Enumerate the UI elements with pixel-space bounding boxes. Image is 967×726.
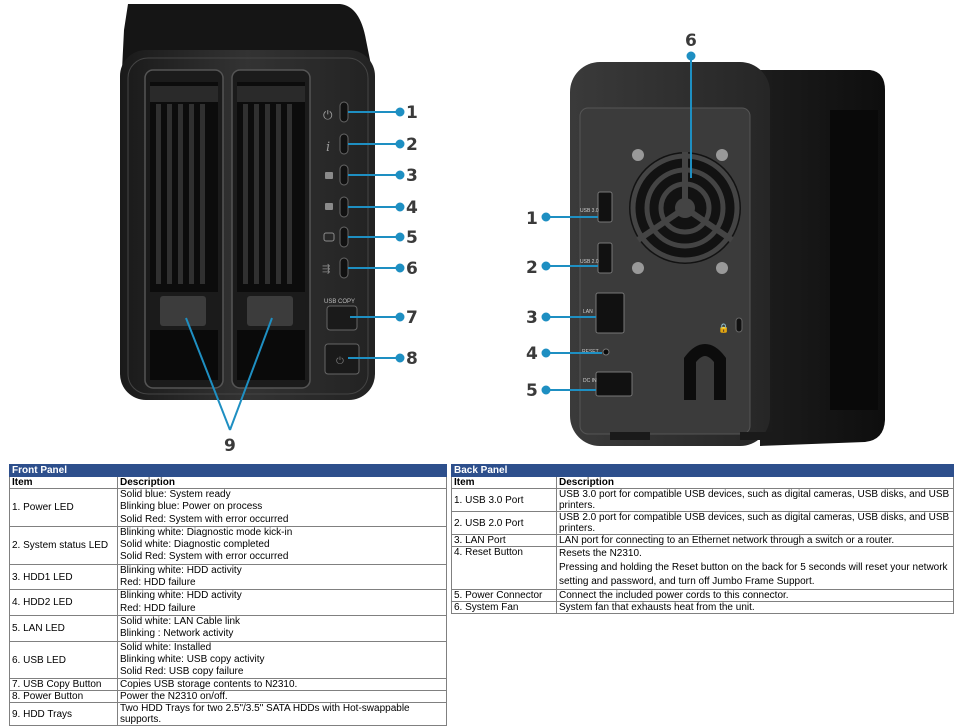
item-cell: 4. Reset Button [451,546,557,590]
description-cell: Solid white: Installed Blinking white: U… [117,640,447,680]
table-row: 2. USB 2.0 Port USB 2.0 port for compati… [451,511,954,535]
callout-2: 2 [406,135,418,155]
table-row: 4. Reset Button Resets the N2310. Pressi… [451,546,954,590]
table-row: 1. USB 3.0 Port USB 3.0 port for compati… [451,488,954,512]
description-cell: USB 3.0 port for compatible USB devices,… [556,488,954,512]
description-header: Description [117,476,447,489]
description-cell: Solid blue: System ready Blinking blue: … [117,488,447,527]
item-cell: 8. Power Button [9,690,118,704]
item-cell: 6. System Fan [451,601,557,614]
dc-in-label: DC IN [583,378,597,384]
item-cell: 2. USB 2.0 Port [451,511,557,535]
table-row: 8. Power Button Power the N2310 on/off. [9,690,447,704]
lock-icon: 🔒 [718,323,729,334]
item-cell: 3. LAN Port [451,534,557,547]
item-cell: 9. HDD Trays [9,702,118,726]
table-row: 1. Power LED Solid blue: System ready Bl… [9,488,447,527]
item-cell: 5. LAN LED [9,614,118,642]
description-cell: Blinking white: Diagnostic mode kick-in … [117,525,447,565]
back-callout-numbers: 1 2 3 4 5 6 [526,31,697,401]
hdd-tray-1[interactable] [144,69,224,389]
usb3-label: USB 3.0 [580,208,599,214]
table-row: 4. HDD2 LED Blinking white: HDD activity… [9,589,447,616]
back-callout-6: 6 [685,31,697,51]
back-callout-5: 5 [526,381,538,401]
description-cell: Connect the included power cords to this… [556,589,954,602]
back-panel-table: Back Panel Item Description 1. USB 3.0 P… [451,464,954,614]
led-column: ⏻ i ⇶ [322,101,349,279]
table-row: 2. System status LED Blinking white: Dia… [9,525,447,565]
system-fan [629,149,741,274]
front-panel-title: Front Panel [9,464,447,477]
back-callout-1: 1 [526,209,538,229]
hdd1-icon [325,172,333,179]
item-cell: 1. USB 3.0 Port [451,488,557,512]
callout-3: 3 [406,166,418,186]
table-row: 5. LAN LED Solid white: LAN Cable link B… [9,614,447,642]
power-icon: ⏻ [323,108,333,122]
svg-text:⏻: ⏻ [336,356,344,367]
description-cell: Copies USB storage contents to N2310. [117,678,447,692]
item-cell: 4. HDD2 LED [9,589,118,616]
callout-7: 7 [406,308,418,328]
hdd-tray-2[interactable] [231,69,311,389]
table-row: 9. HDD Trays Two HDD Trays for two 2.5"/… [9,702,447,726]
description-cell: Blinking white: HDD activity Red: HDD fa… [117,589,447,616]
table-row: 3. HDD1 LED Blinking white: HDD activity… [9,563,447,591]
table-row: 3. LAN Port LAN port for connecting to a… [451,534,954,547]
info-icon: i [326,140,330,155]
item-cell: 5. Power Connector [451,589,557,602]
description-cell: Power the N2310 on/off. [117,690,447,704]
kensington-lock [735,317,743,333]
table-row: 5. Power Connector Connect the included … [451,589,954,602]
back-callout-2: 2 [526,258,538,278]
description-cell: Solid white: LAN Cable link Blinking : N… [117,614,447,642]
callout-9: 9 [224,436,236,456]
usb2-label: USB 2.0 [580,259,599,265]
description-cell: Resets the N2310. Pressing and holding t… [556,546,954,590]
callout-5: 5 [406,228,418,248]
usb-icon: ⇶ [322,263,330,275]
back-callout-3: 3 [526,308,538,328]
description-header: Description [556,476,954,489]
lan-port[interactable] [595,292,625,334]
item-header: Item [451,476,557,489]
table-row: 7. USB Copy Button Copies USB storage co… [9,678,447,692]
back-device: USB 3.0 USB 2.0 LAN RESET DC IN 🔒 [570,62,885,446]
item-header: Item [9,476,118,489]
item-cell: 7. USB Copy Button [9,678,118,692]
item-cell: 3. HDD1 LED [9,563,118,591]
lan-label: LAN [583,309,593,315]
lan-icon [323,232,335,242]
callout-8: 8 [406,349,418,369]
front-device: ⏻ i ⇶ USB COPY ⏻ [120,4,375,400]
table-row: 6. System Fan System fan that exhausts h… [451,601,954,614]
item-cell: 2. System status LED [9,525,118,565]
item-cell: 6. USB LED [9,640,118,680]
table-row: 6. USB LED Solid white: Installed Blinki… [9,640,447,680]
description-cell: Blinking white: HDD activity Red: HDD fa… [117,563,447,591]
callout-6: 6 [406,259,418,279]
callout-4: 4 [406,198,418,218]
usb3-port[interactable] [597,191,613,223]
device-illustrations: ⏻ i ⇶ USB COPY ⏻ 1 2 3 4 [120,4,885,456]
description-cell: LAN port for connecting to an Ethernet n… [556,534,954,547]
hdd2-icon [325,203,333,210]
reset-button[interactable] [602,348,610,356]
back-callout-lines [541,51,696,395]
item-cell: 1. Power LED [9,488,118,527]
front-callout-numbers: 1 2 3 4 5 6 7 8 9 [224,103,418,456]
description-cell: Two HDD Trays for two 2.5"/3.5" SATA HDD… [117,702,447,726]
back-panel-title: Back Panel [451,464,954,477]
back-callout-4: 4 [526,344,538,364]
usb-copy-label: USB COPY [324,299,355,305]
callout-1: 1 [406,103,418,123]
usb2-port[interactable] [597,242,613,274]
description-cell: USB 2.0 port for compatible USB devices,… [556,511,954,535]
front-callout-lines [185,107,405,431]
dc-in-connector[interactable] [595,371,633,397]
front-panel-table: Front Panel Item Description 1. Power LE… [9,464,447,726]
description-cell: System fan that exhausts heat from the u… [556,601,954,614]
